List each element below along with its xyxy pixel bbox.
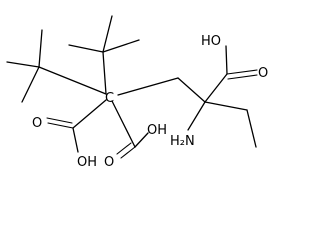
- atom-label-oh: OH: [77, 155, 97, 170]
- atom-label-o: O: [104, 155, 114, 170]
- bond: [102, 51, 107, 95]
- atom-label-o: O: [258, 66, 268, 81]
- bond: [21, 66, 40, 103]
- bond: [72, 127, 79, 153]
- carboxyl-middle: [111, 100, 149, 159]
- bond: [38, 66, 107, 95]
- bond: [72, 99, 107, 129]
- bond: [111, 100, 136, 148]
- atom-label-o: O: [32, 116, 42, 131]
- bond: [102, 15, 113, 53]
- carboxyl-right: [204, 45, 258, 103]
- bond: [177, 77, 206, 103]
- atom-label-amine: H₂N: [170, 134, 195, 149]
- bond: [225, 45, 228, 75]
- carboxyl-left: [46, 99, 107, 153]
- bond: [227, 74, 258, 80]
- bond: [47, 122, 74, 129]
- atom-label-c: C: [105, 91, 114, 106]
- atom-label-ho: HO: [201, 34, 221, 49]
- tert-butyl-left: [6, 29, 107, 103]
- bond: [46, 117, 73, 124]
- bond: [204, 73, 228, 103]
- bond: [187, 101, 206, 131]
- bond: [38, 29, 43, 68]
- bond: [117, 77, 179, 96]
- atom-label-oh: OH: [147, 123, 167, 138]
- bond: [134, 132, 149, 148]
- bond: [116, 142, 132, 155]
- bond: [6, 61, 40, 68]
- bond: [204, 101, 248, 111]
- tert-butyl-upper: [68, 15, 140, 95]
- structure-diagram: HO O C O OH O OH H₂N: [6, 15, 268, 170]
- bond: [120, 146, 136, 159]
- bond: [68, 44, 104, 53]
- bond: [226, 69, 258, 75]
- bond: [246, 109, 257, 148]
- bond: [102, 39, 140, 53]
